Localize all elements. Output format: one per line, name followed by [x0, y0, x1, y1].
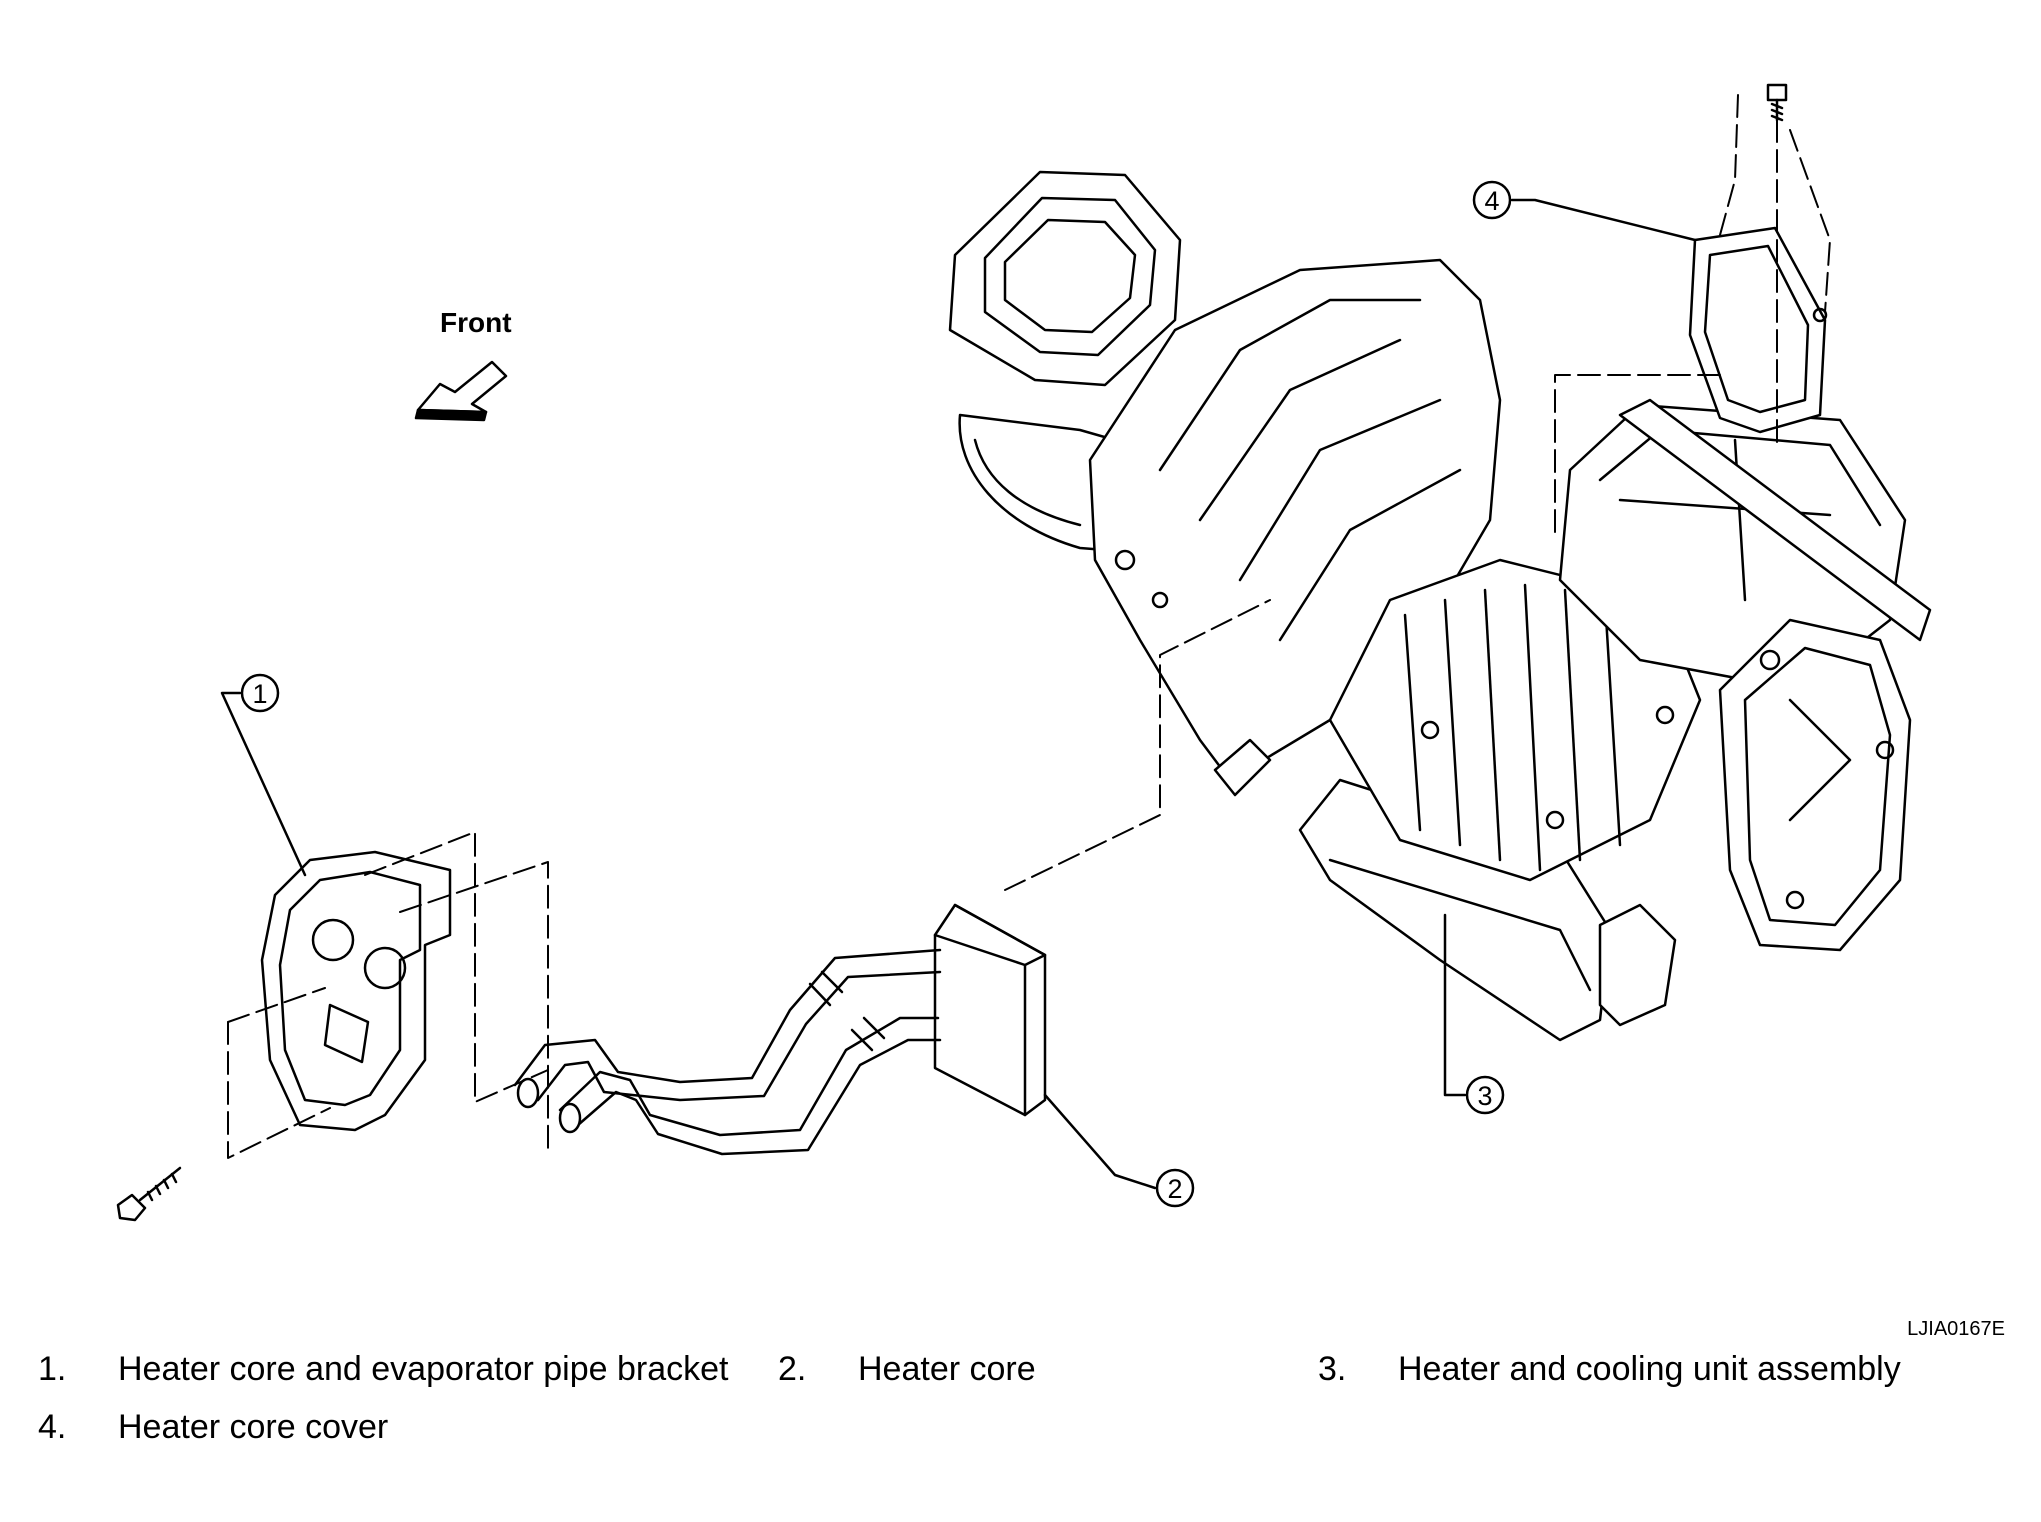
svg-text:3: 3: [1477, 1081, 1492, 1111]
heater-core-drawing: [513, 903, 1047, 1156]
pipe-bracket-drawing: [116, 850, 452, 1222]
callout-1: 1: [220, 673, 307, 877]
svg-text:2: 2: [1167, 1174, 1182, 1204]
bolt-icon: [1766, 83, 1788, 122]
legend-item-2: 2.Heater core: [778, 1350, 1036, 1388]
legend-item-3: 3.Heater and cooling unit assembly: [1318, 1350, 1901, 1388]
legend-item-1: 1.Heater core and evaporator pipe bracke…: [38, 1350, 729, 1388]
bolt-icon: [116, 1166, 182, 1222]
svg-text:4: 4: [1484, 186, 1499, 216]
heater-core-cover-drawing: [1688, 83, 1828, 434]
figure-id: LJIA0167E: [1907, 1318, 2005, 1340]
callout-3: 3: [1443, 913, 1505, 1115]
heater-cooling-unit-drawing: [948, 170, 1932, 1042]
callout-2: 2: [1043, 1093, 1195, 1208]
svg-text:1: 1: [252, 679, 267, 709]
front-label: Front: [440, 307, 512, 338]
front-arrow-icon: [414, 360, 508, 422]
legend-item-4: 4.Heater core cover: [38, 1408, 389, 1446]
callout-4: 4: [1472, 180, 1697, 242]
